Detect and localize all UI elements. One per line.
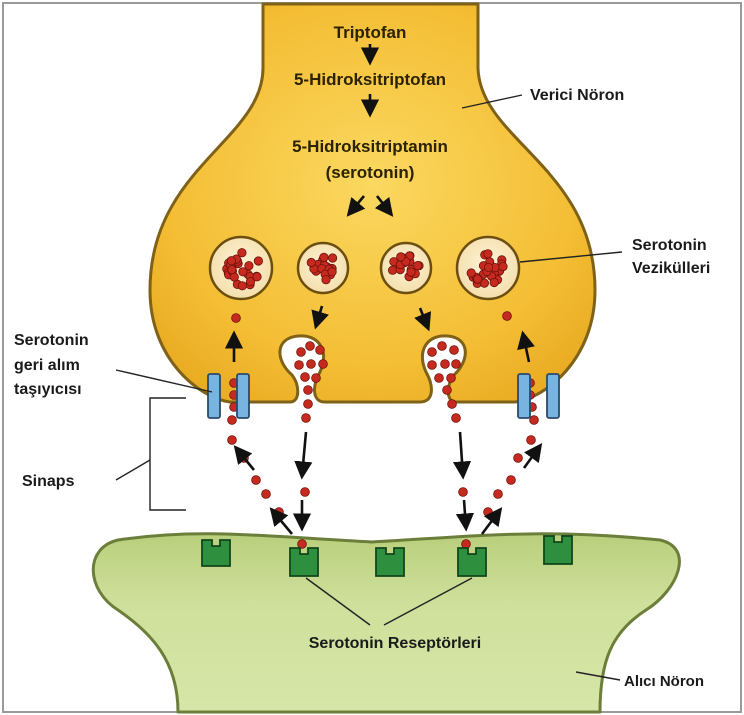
label-synapse: Sinaps — [22, 473, 75, 490]
serotonin-molecule — [297, 348, 306, 357]
vesicle-molecule — [407, 268, 415, 276]
serotonin-molecule — [228, 436, 237, 445]
serotonin-molecule — [262, 490, 271, 499]
serotonin-molecule — [295, 361, 304, 370]
vesicle-molecule — [320, 253, 328, 261]
vesicle-molecule — [228, 266, 236, 274]
serotonin-molecule — [307, 360, 316, 369]
serotonin-molecule — [319, 360, 328, 369]
serotonin-molecule — [302, 414, 311, 423]
serotonin-molecule — [443, 386, 452, 395]
serotonin-molecule — [494, 490, 503, 499]
serotonin-molecule — [316, 346, 325, 355]
serotonin-molecule — [435, 374, 444, 383]
serotonin-molecule — [452, 360, 461, 369]
vesicle-molecule — [328, 268, 336, 276]
serotonin-molecule — [252, 476, 261, 485]
serotonin-molecule — [301, 373, 310, 382]
serotonin-molecule — [448, 400, 457, 409]
label-5-hydroxytryptophan: 5-Hidroksitriptofan — [294, 70, 446, 89]
serotonin-molecule — [438, 342, 447, 351]
serotonin-molecule — [507, 476, 516, 485]
serotonin-molecule — [428, 348, 437, 357]
serotonin-molecule — [484, 508, 493, 517]
vesicle-molecule — [397, 253, 405, 261]
label-vesicles-line1: Serotonin — [632, 237, 707, 254]
label-reuptake-line3: taşıyıcısı — [14, 381, 82, 398]
vesicle-molecule — [473, 275, 481, 283]
serotonin-molecule — [452, 414, 461, 423]
vesicle-molecule — [414, 261, 422, 269]
vesicle-molecule — [328, 254, 336, 262]
vesicle-molecule — [245, 262, 253, 270]
label-vesicles-line2: Vezikülleri — [632, 260, 710, 277]
serotonin-molecule — [459, 488, 468, 497]
serotonin-molecule — [228, 416, 237, 425]
vesicle-molecule — [238, 282, 246, 290]
vesicle-molecule — [484, 250, 492, 258]
serotonin-molecule — [312, 374, 321, 383]
serotonin-molecule — [298, 540, 307, 549]
vesicle-molecule — [484, 263, 492, 271]
label-reuptake-line1: Serotonin — [14, 332, 89, 349]
vesicle-molecule — [322, 276, 330, 284]
label-postsynaptic-neuron: Alıcı Nöron — [624, 673, 704, 690]
serotonin-molecule — [428, 361, 437, 370]
serotonin-molecule — [306, 342, 315, 351]
serotonin-molecule — [232, 314, 241, 323]
serotonin-molecule — [503, 312, 512, 321]
serotonin-molecule — [447, 374, 456, 383]
vesicle-3 — [381, 243, 431, 293]
vesicle-molecule — [388, 266, 396, 274]
label-reuptake-line2: geri alım — [14, 357, 80, 374]
serotonin-molecule — [514, 454, 523, 463]
label-presynaptic-neuron: Verici Nöron — [530, 87, 624, 104]
serotonin-molecule — [462, 540, 471, 549]
serotonin-molecule — [450, 346, 459, 355]
serotonin-molecule — [530, 416, 539, 425]
vesicle-molecule — [238, 249, 246, 257]
serotonin-molecule — [441, 360, 450, 369]
vesicle-molecule — [254, 257, 262, 265]
serotonin-molecule — [304, 386, 313, 395]
label-serotonin-paren: (serotonin) — [326, 163, 415, 182]
label-receptors: Serotonin Reseptörleri — [309, 635, 481, 652]
vesicle-molecule — [499, 262, 507, 270]
serotonin-molecule — [527, 436, 536, 445]
serotonin-molecule — [301, 488, 310, 497]
vesicle-molecule — [307, 258, 315, 266]
vesicle-molecule — [490, 278, 498, 286]
vesicle-molecule — [227, 257, 235, 265]
vesicle-molecule — [467, 269, 475, 277]
label-5-hydroxytryptamine: 5-Hidroksitriptamin — [292, 137, 448, 156]
vesicle-molecule — [253, 273, 261, 281]
label-tryptophan: Triptofan — [334, 23, 407, 42]
serotonin-molecule — [304, 400, 313, 409]
